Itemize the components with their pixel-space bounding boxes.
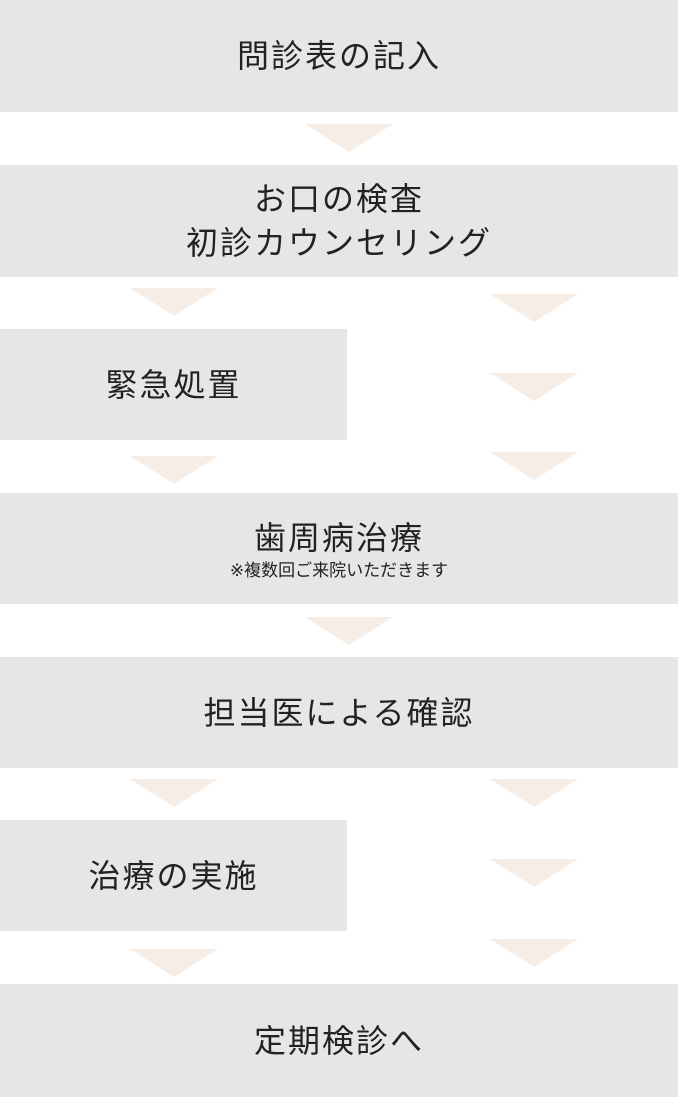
step-box-emergency: 緊急処置 [0, 329, 347, 440]
step-box-questionnaire: 問診表の記入 [0, 0, 678, 112]
step-box-doctor-confirmation: 担当医による確認 [0, 657, 678, 768]
flow-arrow-down-icon [130, 949, 218, 977]
flow-arrow-down-icon [490, 779, 578, 807]
flow-arrow-down-icon [130, 456, 218, 484]
step-box-examination: お口の検査 初診カウンセリング [0, 165, 678, 277]
flow-arrow-down-icon [305, 124, 393, 152]
step-box-treatment: 治療の実施 [0, 820, 347, 931]
flow-arrow-down-icon [490, 939, 578, 967]
flow-arrow-down-icon [305, 617, 393, 645]
step-label: 緊急処置 [105, 365, 242, 404]
step-box-regular-checkup: 定期検診へ [0, 984, 678, 1097]
step-label: 定期検診へ [253, 1021, 424, 1060]
step-label-line1: お口の検査 [253, 180, 424, 218]
step-label: 問診表の記入 [236, 37, 441, 75]
step-label: 担当医による確認 [203, 693, 475, 732]
step-note: ※複数回ご来院いただきます [229, 560, 449, 581]
step-label: 治療の実施 [88, 856, 259, 895]
step-label: 歯周病治療 [253, 518, 424, 557]
flow-arrow-down-icon [490, 452, 578, 480]
flow-arrow-down-icon [490, 294, 578, 322]
flow-arrow-down-icon [490, 859, 578, 887]
step-label-line2: 初診カウンセリング [185, 224, 492, 262]
flow-arrow-down-icon [130, 288, 218, 316]
flow-arrow-down-icon [490, 373, 578, 401]
step-box-periodontal-treatment: 歯周病治療 ※複数回ご来院いただきます [0, 493, 678, 604]
flow-arrow-down-icon [130, 779, 218, 807]
